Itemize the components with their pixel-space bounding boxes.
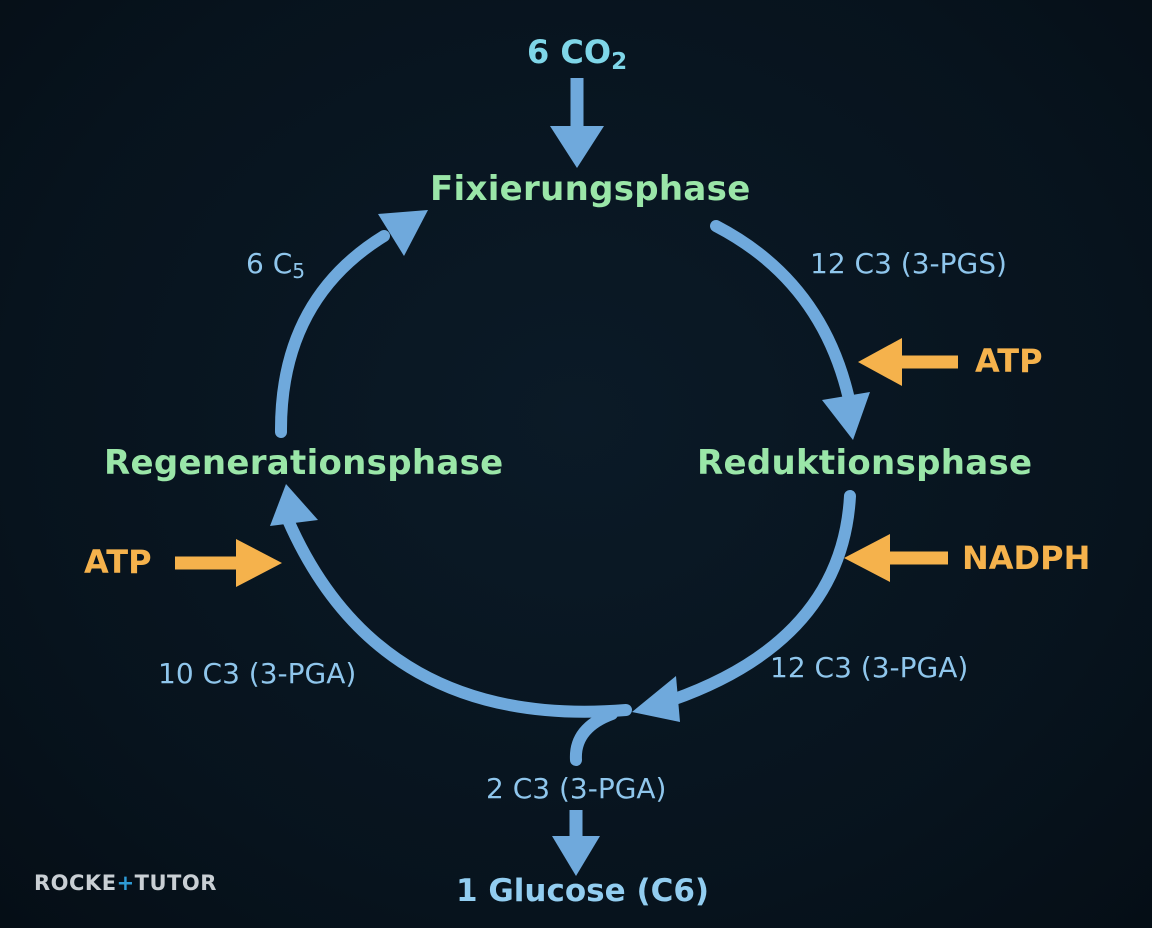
- energy-nadph: NADPH: [962, 539, 1091, 577]
- label-10-c3-pga: 10 C3 (3-PGA): [158, 657, 357, 690]
- label-12-c3-pga: 12 C3 (3-PGA): [770, 651, 969, 684]
- label-2-c3-pga: 2 C3 (3-PGA): [486, 772, 667, 805]
- energy-atp-reduction: ATP: [975, 342, 1043, 380]
- atp-arrow-reduction: [858, 338, 958, 386]
- brand-watermark: ROCKE+TUTO⊙R: [34, 871, 217, 895]
- arrow-reduction-to-junction: [632, 490, 856, 722]
- co2-input-arrow: [550, 78, 604, 168]
- arrow-junction-to-regeneration: [270, 484, 632, 718]
- atp-arrow-regeneration: [175, 539, 282, 587]
- co2-input-label: 6 CO2: [527, 33, 628, 75]
- arrow-fixation-to-reduction: [710, 220, 870, 440]
- label-12-c3-pgs: 12 C3 (3-PGS): [810, 247, 1007, 280]
- glucose-output-arrow: [552, 708, 618, 876]
- output-glucose: 1 Glucose (C6): [456, 873, 710, 909]
- nadph-arrow: [844, 534, 948, 582]
- phase-fixation: Fixierungsphase: [430, 169, 751, 209]
- phase-regeneration: Regenerationsphase: [104, 443, 504, 483]
- phase-reduction: Reduktionsphase: [697, 443, 1033, 483]
- label-6-c5: 6 C5: [246, 247, 306, 284]
- energy-atp-regeneration: ATP: [84, 543, 152, 581]
- arrow-regeneration-to-fixation: [274, 210, 428, 438]
